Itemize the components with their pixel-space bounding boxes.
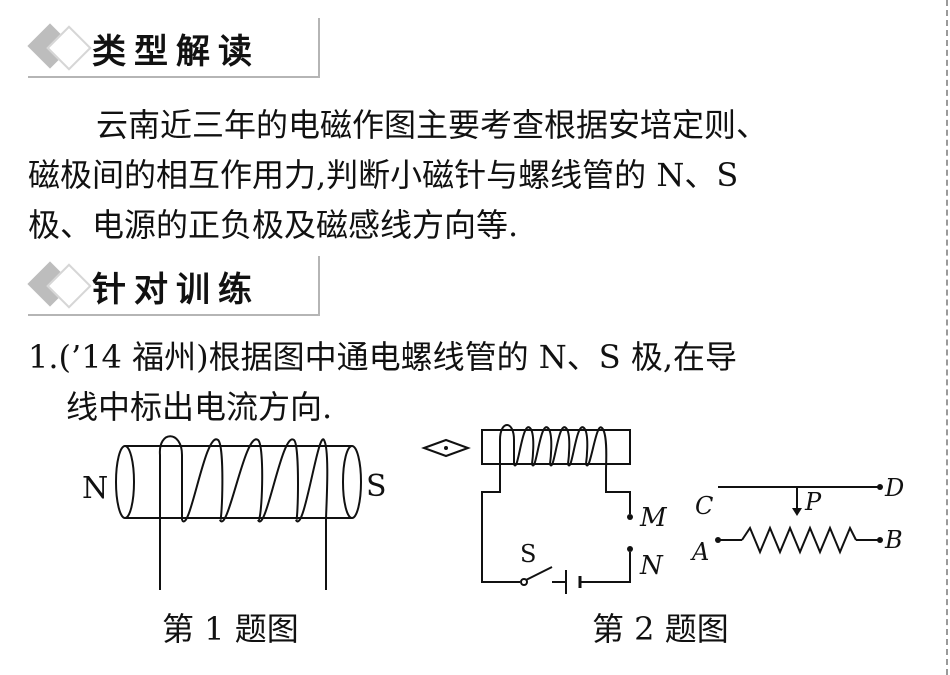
terminal-label-c: C: [695, 492, 713, 520]
pole-label-s: S: [366, 469, 387, 504]
intro-line: 磁极间的相互作用力,判断小磁针与螺线管的 N、S: [28, 156, 739, 194]
compass-needle-icon: [421, 438, 471, 458]
figure-1-solenoid: N S: [82, 435, 387, 590]
page-edge-dashed-line: [946, 0, 948, 675]
switch-lever: [525, 566, 553, 581]
intro-paragraph: 云南近三年的电磁作图主要考查根据安培定则、 磁极间的相互作用力,判断小磁针与螺线…: [28, 100, 928, 250]
terminal-label-d: D: [884, 474, 904, 502]
terminal-label-m: M: [639, 503, 668, 533]
intro-line: 云南近三年的电磁作图主要考查根据安培定则、: [96, 106, 769, 144]
slider-label-p: P: [804, 488, 822, 516]
cylinder-right-end: [342, 445, 362, 519]
intro-line: 极、电源的正负极及磁感线方向等.: [28, 206, 519, 244]
question-1: 1.(’14 福州)根据图中通电螺线管的 N、S 极,在导 线中标出电流方向.: [28, 332, 928, 432]
coil-turn: [295, 438, 329, 590]
wire-bottom: [598, 552, 631, 583]
cylinder-left-end: [115, 445, 135, 519]
figure-1-caption: 第 1 题图: [162, 610, 299, 648]
coil-turn: [219, 438, 264, 523]
section-header-type-analysis: 类型解读: [27, 18, 328, 80]
solenoid-core: [481, 429, 631, 465]
wire-left: [481, 464, 520, 583]
switch-label: S: [520, 540, 536, 568]
figure-2-caption: 第 2 题图: [592, 610, 729, 648]
figure-2-circuit: M N S: [421, 424, 668, 594]
switch-contact: [520, 578, 528, 586]
section-title: 类型解读: [92, 32, 260, 72]
question-line: 1.(’14 福州)根据图中通电螺线管的 N、S 极,在导: [28, 338, 738, 376]
question-line: 线中标出电流方向.: [66, 388, 333, 426]
terminal-label-b: B: [884, 526, 903, 554]
coil-turn: [257, 438, 299, 523]
pole-label-n: N: [82, 471, 108, 506]
coil-turn: [181, 438, 224, 523]
terminal-label-a: A: [690, 538, 709, 566]
section-header-practice: 针对训练: [27, 256, 328, 318]
figure-3-rheostat: C D P A B: [690, 474, 904, 566]
terminal-label-n: N: [639, 551, 664, 581]
section-title: 针对训练: [92, 270, 260, 310]
wire-right: [605, 470, 631, 514]
resistor-zigzag: [741, 525, 857, 555]
slider-arrow-icon: [792, 508, 802, 516]
coil-turn: [158, 435, 183, 590]
